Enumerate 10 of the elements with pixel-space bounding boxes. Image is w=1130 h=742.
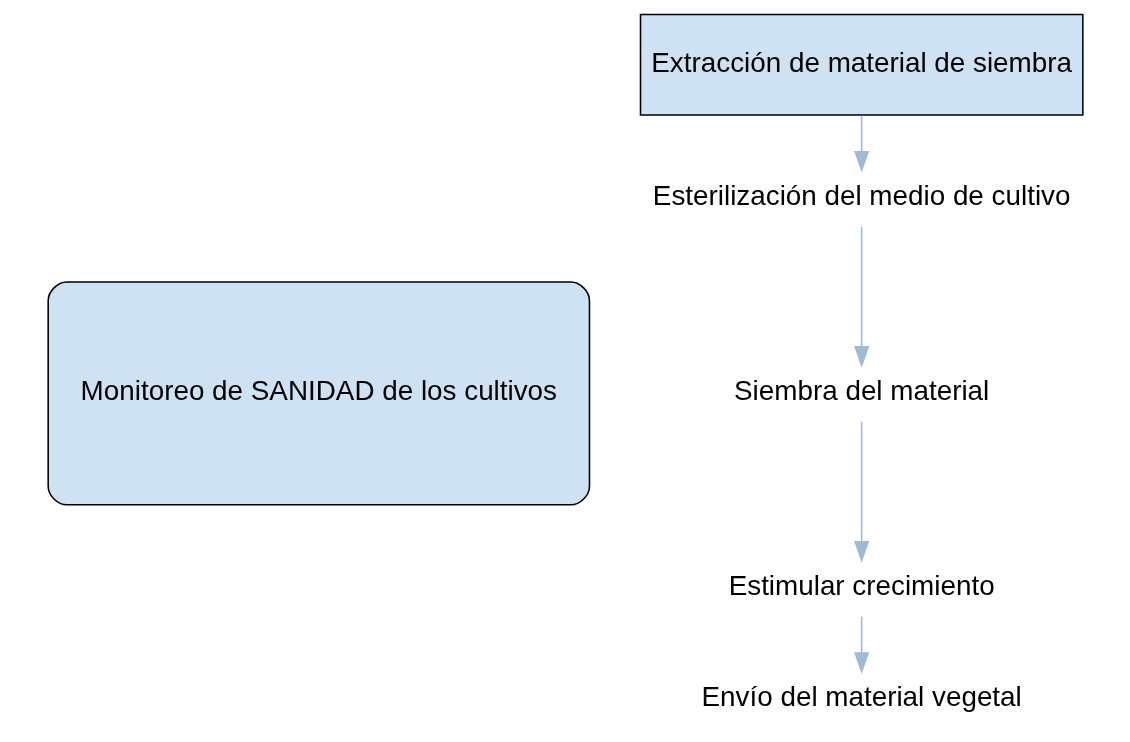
arrow <box>853 226 869 368</box>
node-text: Envío del material vegetal <box>701 681 1022 713</box>
arrow <box>853 114 869 173</box>
node-text: Esterilización del medio de cultivo <box>652 180 1070 212</box>
node-text: Estimular crecimiento <box>728 570 995 602</box>
arrow <box>853 420 869 563</box>
node-box: Extracción de material de siembra <box>639 13 1084 116</box>
node-box: Monitoreo de SANIDAD de los cultivos <box>46 281 590 506</box>
arrow <box>853 615 869 674</box>
node-text: Siembra del material <box>733 375 989 407</box>
